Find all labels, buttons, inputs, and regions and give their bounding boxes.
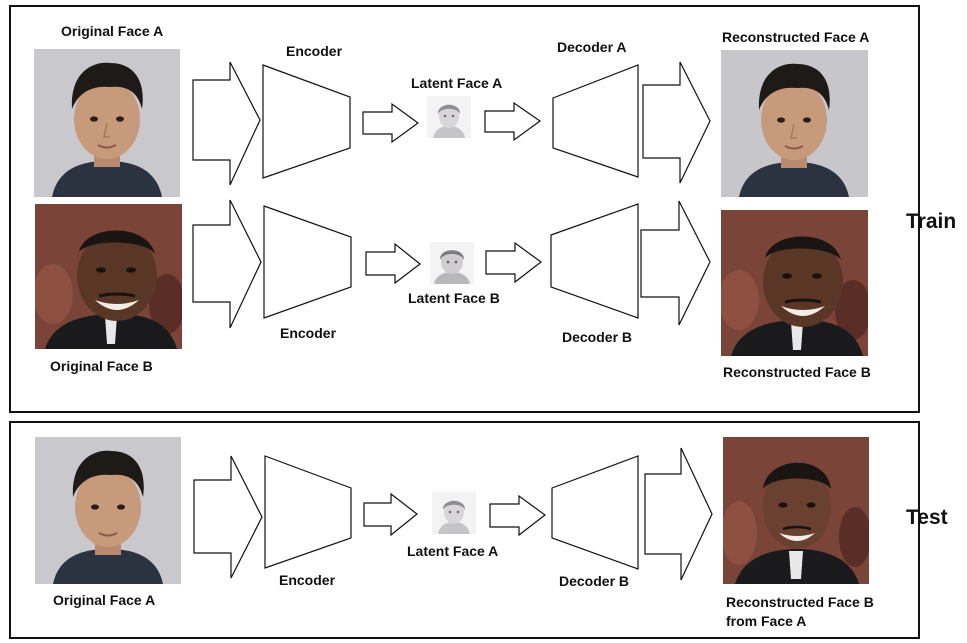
decoder-a-label: Decoder A (557, 39, 627, 55)
test-from-face-a-label: from Face A (726, 613, 807, 629)
encoder-b-label: Encoder (280, 325, 337, 341)
latent-face-a-label: Latent Face A (411, 75, 503, 91)
latent-arrow-a-in (362, 102, 420, 144)
output-arrow-a (642, 61, 711, 184)
encoder-b (263, 205, 352, 319)
reconstructed-face-a-photo (721, 50, 868, 197)
test-input-arrow (193, 455, 263, 579)
latent-arrow-b-out (485, 241, 543, 284)
encoder-a (262, 64, 351, 179)
original-face-a-photo (34, 49, 180, 197)
test-decoder-b-label: Decoder B (559, 573, 630, 589)
test-encoder (264, 455, 352, 569)
test-original-face-a-photo (35, 437, 181, 584)
reconstructed-face-a-label: Reconstructed Face A (722, 29, 870, 45)
test-latent-face-a-thumbnail (432, 492, 476, 534)
latent-arrow-a-out (484, 101, 542, 142)
test-latent-arrow-in (363, 492, 418, 537)
test-latent-arrow-out (489, 494, 547, 537)
original-face-b-photo (35, 204, 182, 349)
latent-face-a-thumbnail (427, 96, 471, 138)
decoder-b (550, 203, 639, 319)
test-original-face-a-label: Original Face A (53, 592, 156, 608)
decoder-a (552, 64, 639, 178)
input-arrow-b (192, 199, 262, 329)
test-output-arrow (644, 447, 713, 581)
input-arrow-a (192, 61, 261, 186)
latent-arrow-b-in (365, 242, 421, 285)
test-encoder-label: Encoder (279, 572, 336, 588)
test-label: Test (906, 506, 948, 529)
encoder-a-label: Encoder (286, 43, 343, 59)
test-reconstructed-face-b-photo (723, 437, 869, 584)
test-decoder-b (551, 455, 639, 570)
reconstructed-face-b-photo (721, 210, 868, 356)
train-label: Train (906, 210, 957, 233)
test-reconstructed-face-b-label: Reconstructed Face B (726, 594, 874, 610)
test-latent-face-a-label: Latent Face A (407, 543, 499, 559)
latent-face-b-label: Latent Face B (408, 290, 500, 306)
decoder-b-label: Decoder B (562, 329, 633, 345)
latent-face-b-thumbnail (430, 242, 474, 284)
original-face-b-label: Original Face B (50, 358, 153, 374)
output-arrow-b (640, 200, 711, 326)
original-face-a-label: Original Face A (61, 23, 164, 39)
reconstructed-face-b-label: Reconstructed Face B (723, 364, 871, 380)
